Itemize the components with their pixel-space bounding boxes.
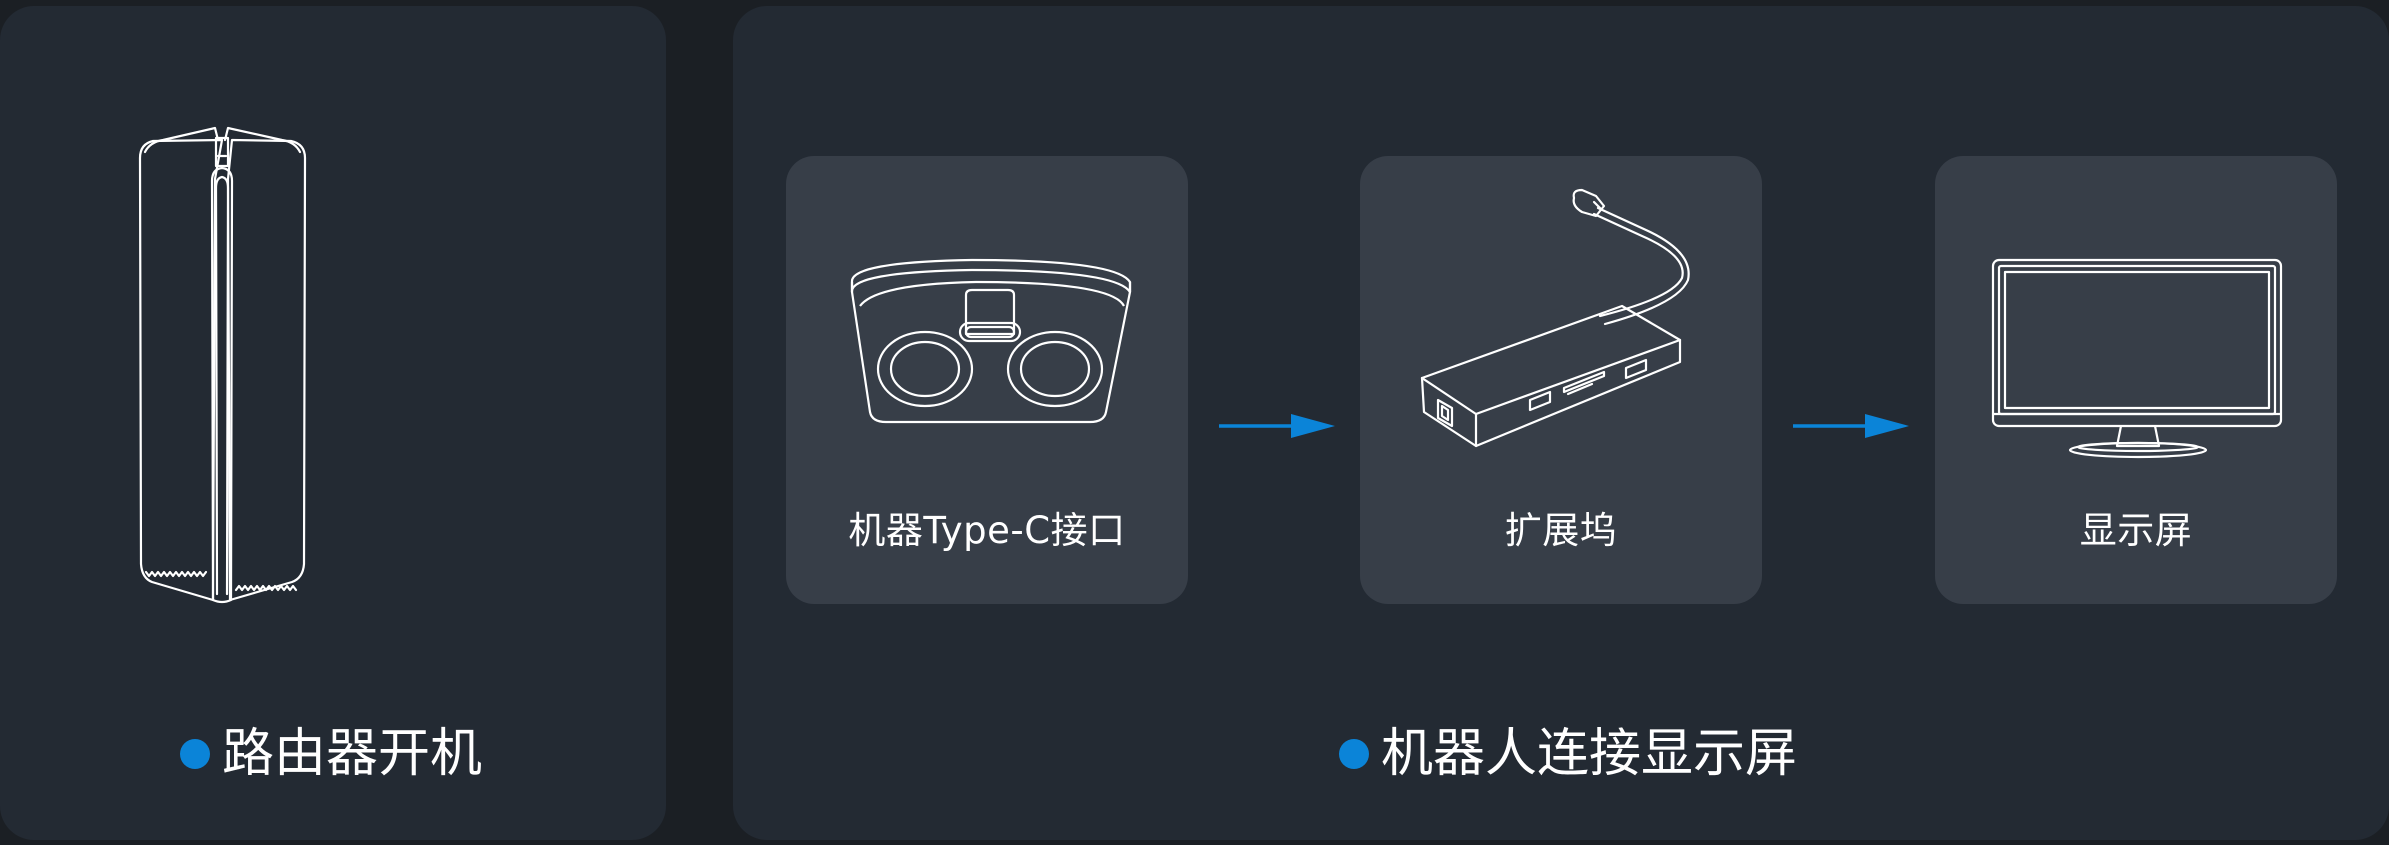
bullet-dot-icon — [180, 739, 210, 769]
robot-type-c-port-icon — [850, 258, 1132, 424]
router-step-panel: 路由器开机 — [0, 6, 666, 840]
router-icon — [138, 126, 307, 604]
card-robot-type-c-port: 机器Type-C接口 — [786, 156, 1188, 604]
robot-display-step-caption: 机器人连接显示屏 — [1339, 728, 1797, 780]
arrow-right-icon — [1219, 414, 1335, 438]
docking-station-icon — [1420, 188, 1690, 448]
arrow-right-icon — [1793, 414, 1909, 438]
bullet-dot-icon — [1339, 739, 1369, 769]
robot-display-step-caption-text: 机器人连接显示屏 — [1381, 724, 1798, 784]
monitor-icon — [1991, 258, 2283, 459]
router-step-caption-text: 路由器开机 — [222, 724, 483, 784]
router-step-caption: 路由器开机 — [180, 728, 482, 780]
card-docking-station: 扩展坞 — [1360, 156, 1762, 604]
card-label: 扩展坞 — [1504, 509, 1618, 552]
robot-display-step-panel: 机器Type-C接口 — [733, 6, 2389, 840]
card-label: 机器Type-C接口 — [848, 509, 1126, 552]
card-label: 显示屏 — [2079, 509, 2193, 552]
card-monitor: 显示屏 — [1935, 156, 2337, 604]
